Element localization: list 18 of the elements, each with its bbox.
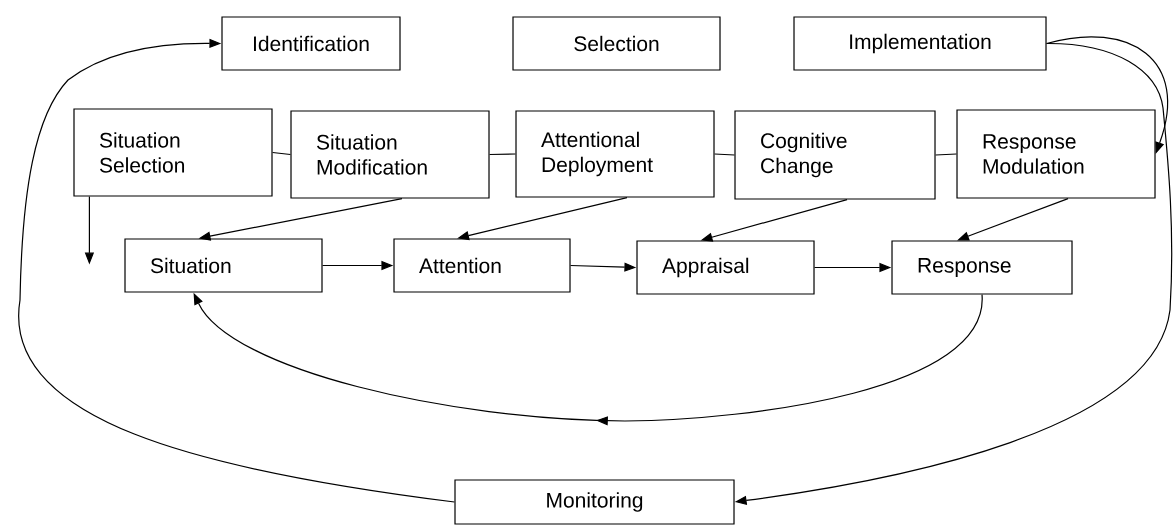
process-box: Appraisal [636, 240, 815, 295]
connector-line [489, 153, 516, 156]
process-box: Identification [221, 16, 401, 71]
process-box: Attention [393, 238, 571, 293]
connector-line [714, 153, 735, 156]
connector-line [272, 151, 291, 156]
process-box: Response [891, 240, 1073, 295]
process-box: Situation [124, 238, 323, 293]
process-box: Selection [512, 16, 721, 71]
process-box: Response Modulation [956, 109, 1156, 199]
process-box: Attentional Deployment [515, 110, 715, 198]
connector-line [935, 153, 957, 156]
process-box: Implementation [793, 16, 1047, 71]
process-box: Situation Modification [290, 110, 490, 199]
arrow [18, 38, 455, 503]
process-box: Cognitive Change [734, 110, 936, 200]
process-box: Situation Selection [73, 108, 273, 197]
process-box: Monitoring [454, 479, 735, 525]
